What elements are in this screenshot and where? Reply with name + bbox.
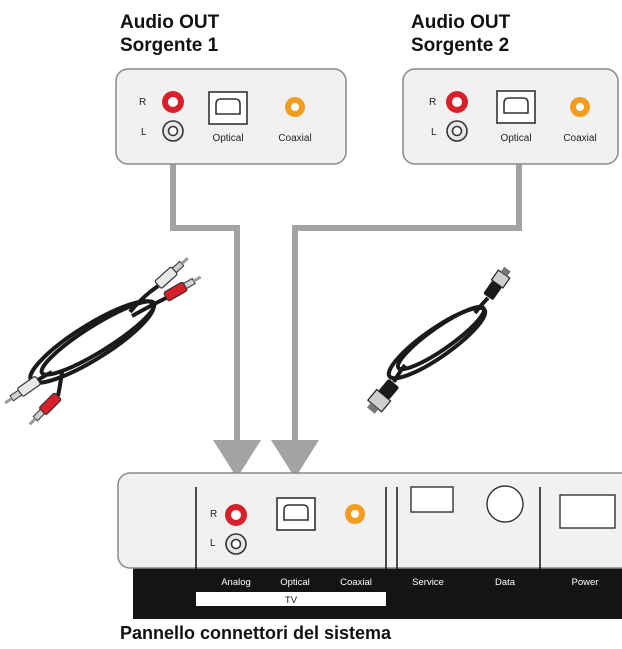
source2-heading: Audio OUT Sorgente 2 xyxy=(411,11,510,57)
source1-coaxial-label: Coaxial xyxy=(278,133,311,144)
service-port-icon xyxy=(410,486,454,513)
label-analog: Analog xyxy=(221,577,251,588)
optical-cable-icon xyxy=(366,266,511,414)
source1-analog-line xyxy=(170,151,240,440)
optical-port-icon xyxy=(276,497,316,531)
label-data: Data xyxy=(495,577,516,588)
source2-coaxial-label: Coaxial xyxy=(563,133,596,144)
arrow-down-icon xyxy=(271,440,319,478)
power-port-icon xyxy=(559,494,616,529)
rca-white-jack-icon xyxy=(162,120,184,142)
source1-heading: Audio OUT Sorgente 1 xyxy=(120,11,219,57)
label-coaxial: Coaxial xyxy=(340,577,372,588)
source2-title-line1: Audio OUT xyxy=(411,12,511,33)
coaxial-jack-icon xyxy=(570,97,590,117)
rca-red-jack-icon xyxy=(162,91,184,113)
system-panel: R L xyxy=(117,472,622,619)
source1-title-line1: Audio OUT xyxy=(120,12,220,33)
source2-optical-line xyxy=(292,150,522,440)
system-l-label: L xyxy=(210,538,216,549)
rca-white-jack-icon xyxy=(225,533,247,555)
label-optical: Optical xyxy=(280,577,310,588)
tv-label-strip xyxy=(196,592,386,606)
rca-cable-icon xyxy=(4,257,202,426)
source1-optical-label: Optical xyxy=(212,133,243,144)
system-panel-caption: Pannello connettori del sistema xyxy=(120,623,392,643)
source1-title-line2: Sorgente 1 xyxy=(120,35,219,56)
coaxial-jack-icon xyxy=(285,97,305,117)
rca-red-jack-icon xyxy=(446,91,468,113)
coaxial-jack-icon xyxy=(345,504,365,524)
optical-port-icon xyxy=(208,91,248,125)
system-r-label: R xyxy=(210,509,217,520)
source1-l-label: L xyxy=(141,127,147,138)
data-port-icon xyxy=(486,485,524,523)
rca-white-jack-icon xyxy=(446,120,468,142)
rca-red-jack-icon xyxy=(225,504,247,526)
source2-optical-label: Optical xyxy=(500,133,531,144)
source2-l-label: L xyxy=(431,127,437,138)
connection-lines xyxy=(170,150,522,440)
source2-r-label: R xyxy=(429,97,436,108)
source1-r-label: R xyxy=(139,97,146,108)
source2-title-line2: Sorgente 2 xyxy=(411,35,510,56)
source2-panel: R L Optical Coaxial xyxy=(402,68,619,165)
arrow-down-icon xyxy=(213,440,261,478)
source1-panel: R L Optical Coaxial xyxy=(115,68,347,165)
optical-port-icon xyxy=(496,90,536,124)
label-service: Service xyxy=(412,577,444,588)
label-tv: TV xyxy=(285,595,298,606)
label-power: Power xyxy=(572,577,599,588)
